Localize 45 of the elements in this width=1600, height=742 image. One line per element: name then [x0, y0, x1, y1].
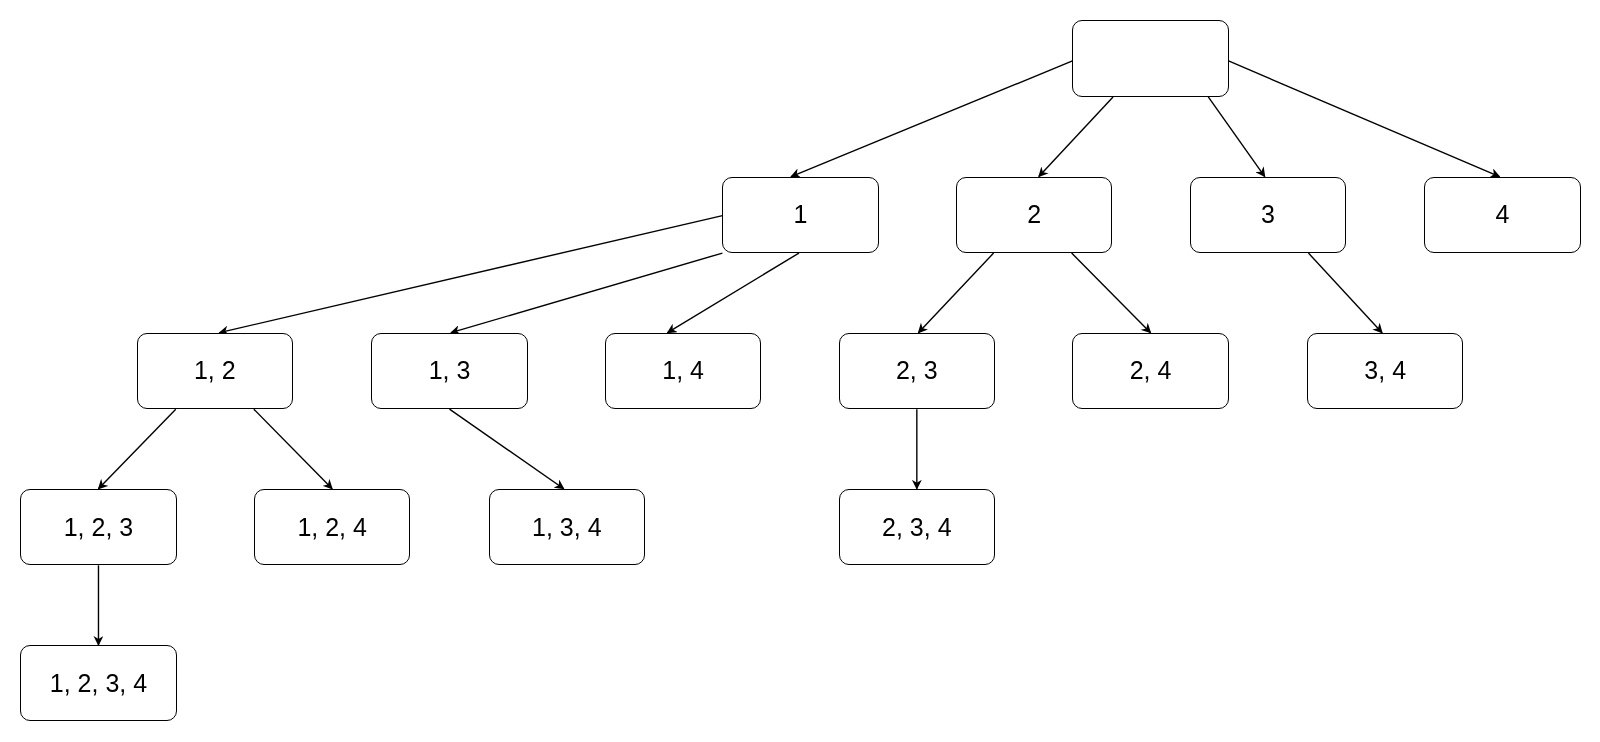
arrow [1038, 96, 1114, 178]
arrow [97, 408, 177, 490]
tree-node-box [371, 332, 528, 410]
node-label: 1, 3 [428, 356, 471, 386]
tree-node-box [722, 176, 879, 254]
tree-node-box [136, 332, 293, 410]
tree-node-box [254, 488, 411, 566]
node-label: 3, 4 [1364, 356, 1407, 386]
tree-node-box [1189, 176, 1346, 254]
tree-node-box [605, 332, 762, 410]
node-label: 1, 4 [662, 356, 704, 386]
node-label: 3 [1260, 200, 1275, 230]
tree-node-box [838, 488, 995, 566]
tree-node-box [1424, 176, 1581, 254]
node-label: 1, 2, 4 [297, 512, 367, 542]
arrow [917, 252, 995, 334]
node-label: 2, 3 [895, 356, 938, 386]
arrow [448, 408, 565, 490]
node-label: 1, 2 [193, 356, 236, 386]
node-label: 1, 2, 3, 4 [49, 668, 148, 698]
node-label: 2 [1027, 200, 1042, 230]
arrow [93, 564, 104, 646]
node-label: 4 [1495, 200, 1510, 230]
tree-node-box [1307, 332, 1464, 410]
arrow [911, 408, 922, 490]
node-label: 1 [793, 200, 808, 230]
empty-box [1072, 20, 1229, 97]
tree-node-box [20, 644, 177, 722]
tree-node-box [488, 488, 645, 566]
node-label: 1, 3, 4 [532, 512, 602, 542]
arrow [253, 408, 333, 490]
arrow [1070, 252, 1152, 334]
node-label: 2, 4 [1129, 356, 1172, 386]
arrow [1207, 96, 1266, 178]
arrow [1307, 252, 1383, 334]
node-label: 2, 3, 4 [882, 512, 952, 542]
arrow [1227, 60, 1501, 178]
node-label: 1, 2, 3 [63, 512, 134, 542]
arrow [666, 252, 800, 334]
tree-node-box [838, 332, 995, 410]
arrow [790, 60, 1074, 178]
tree-node-box [956, 176, 1113, 254]
tree-node-box [1072, 332, 1229, 410]
tree-node-box [20, 488, 177, 566]
arrow [450, 252, 724, 335]
